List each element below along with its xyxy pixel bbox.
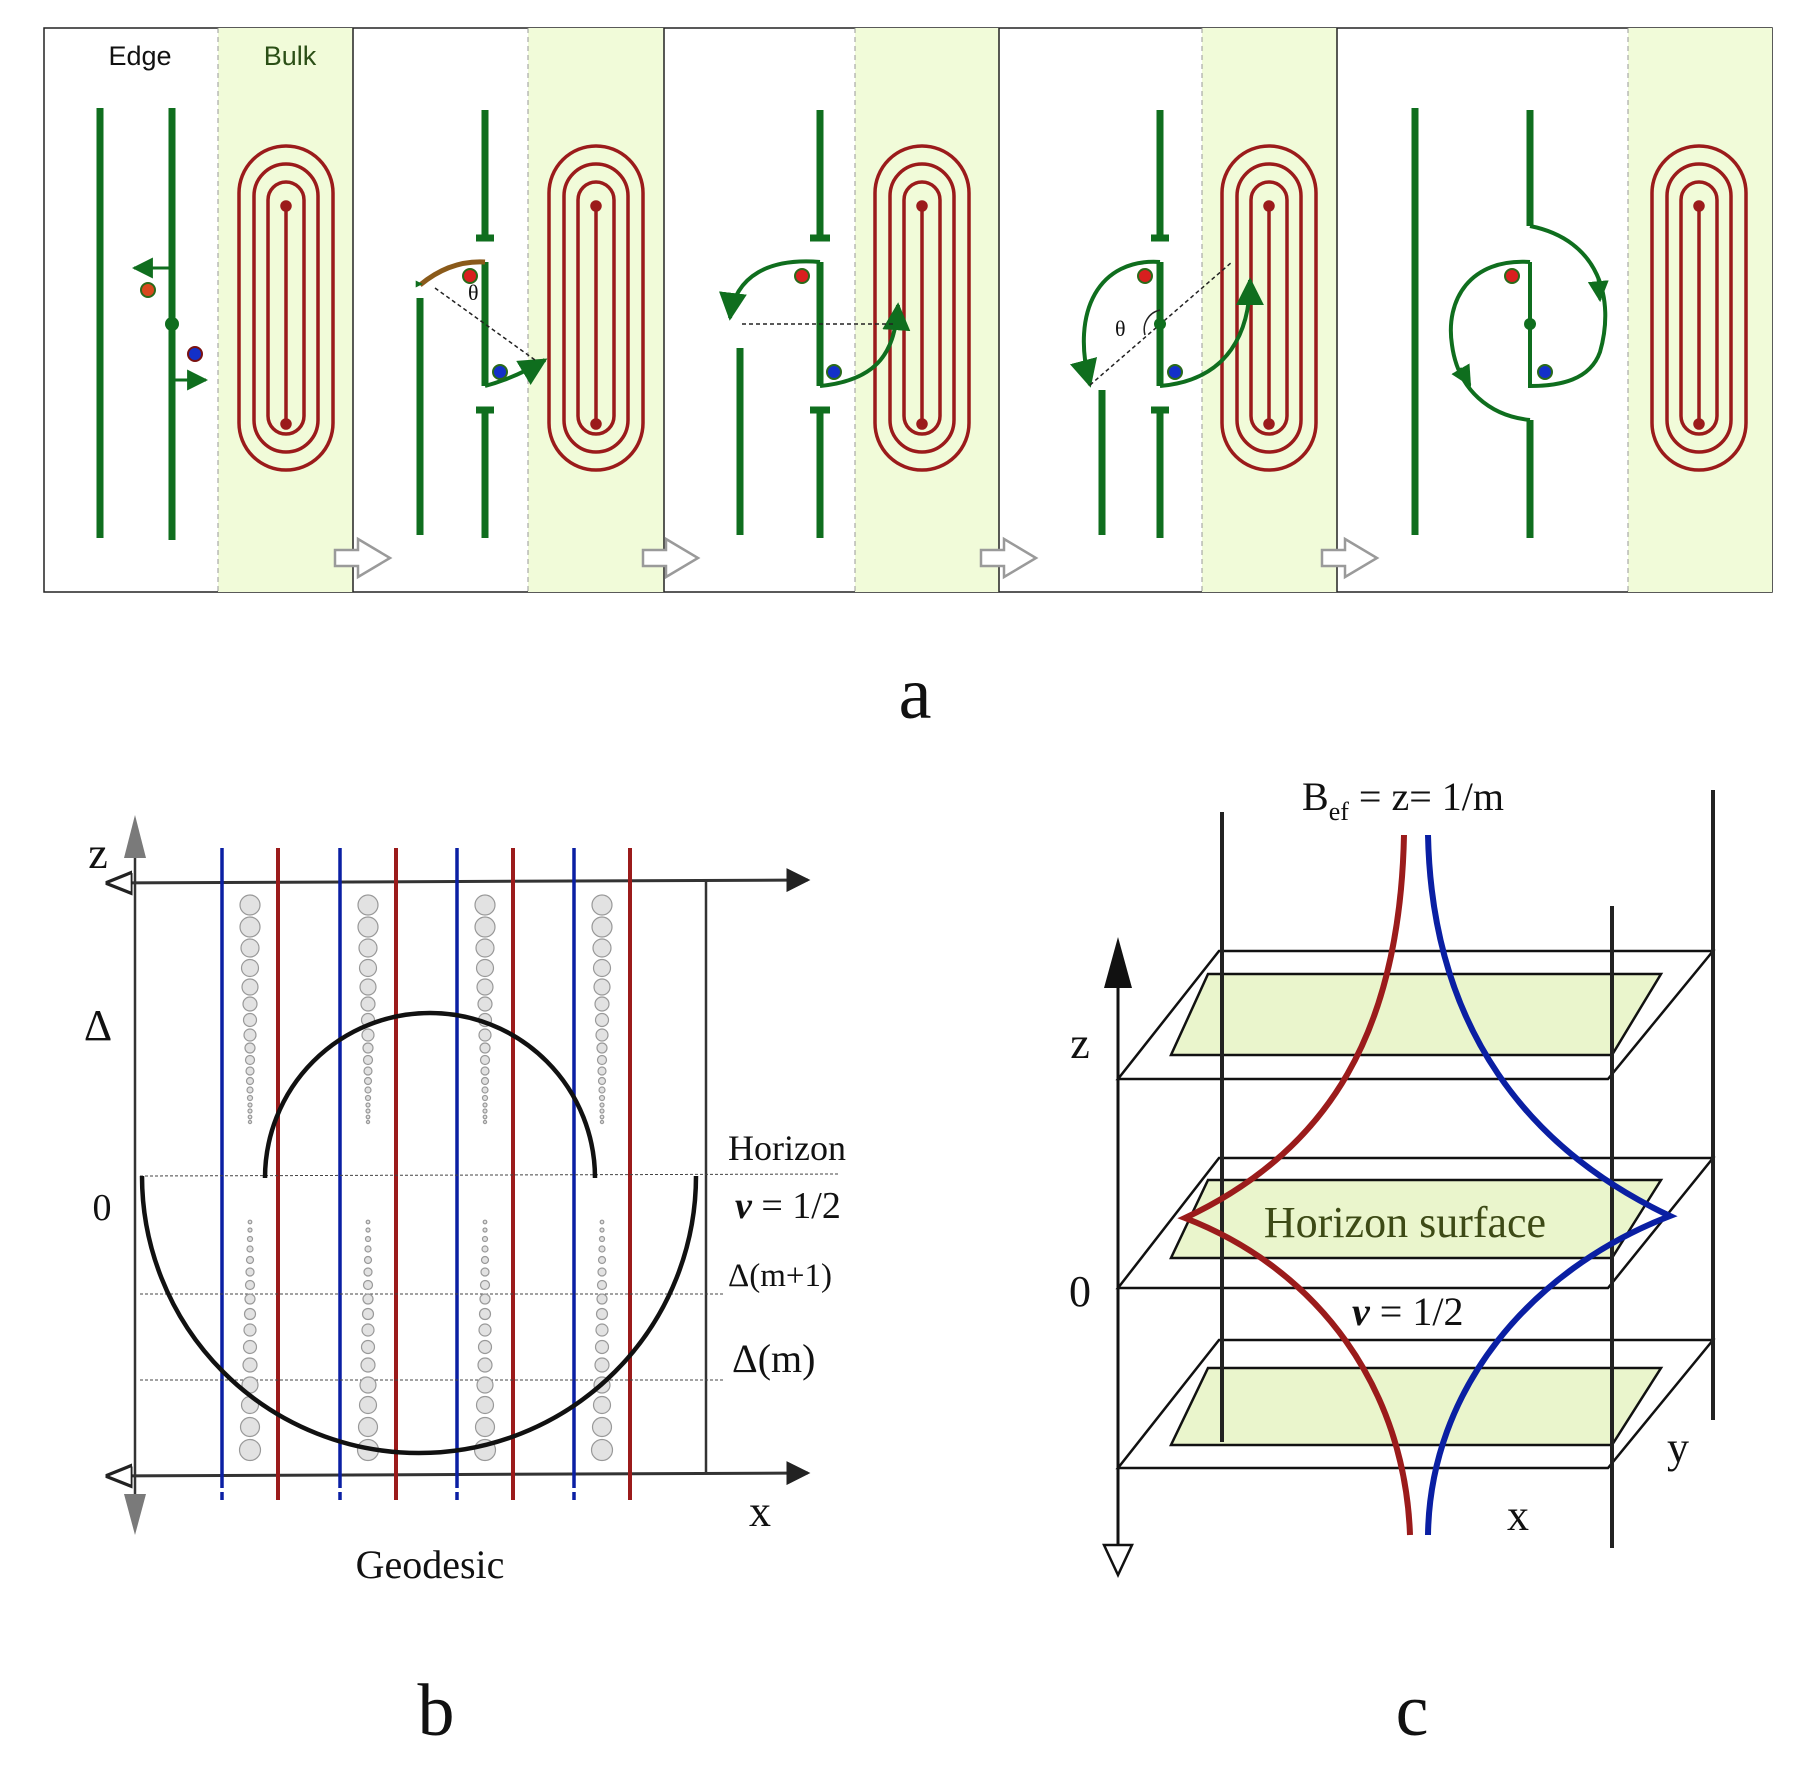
horizon-label-b: Horizon	[728, 1128, 846, 1168]
circle-column-2	[356, 894, 380, 1462]
incoming-arrow-4	[1069, 259, 1161, 388]
blue-quasiparticle-4	[1167, 364, 1183, 380]
edge-label: Edge	[108, 41, 171, 71]
z-axis-down-arrow-c	[1102, 1543, 1134, 1578]
plate-outlines-c	[1115, 949, 1716, 1470]
delta-m1-label: Δ(m+1)	[728, 1258, 832, 1294]
delta-label-b: Δ	[84, 1001, 112, 1050]
geodesic-upper	[262, 1010, 598, 1179]
horizon-lines-b	[139, 1173, 841, 1381]
plate-outline-middle	[1115, 1156, 1716, 1290]
outgoing-arrow-4	[1159, 277, 1264, 388]
panel-b: z Δ 0 x	[84, 815, 846, 1752]
panel-b-label: b	[418, 1670, 455, 1752]
loop-arrow-left-5	[1451, 363, 1472, 387]
edge-bulk-boundaries	[217, 28, 1629, 592]
red-quasiparticle-3	[794, 268, 810, 284]
circle-column-3	[473, 894, 497, 1462]
zero-label-c: 0	[1069, 1267, 1091, 1316]
subpanel-separators	[352, 28, 1338, 592]
edge-lines-5	[1411, 108, 1534, 538]
bulk-label: Bulk	[264, 41, 317, 71]
panel-a-label: a	[899, 653, 932, 735]
bulk-region-3	[855, 28, 999, 592]
red-curve-c	[1177, 834, 1413, 1536]
plate-outline-bottom	[1115, 1338, 1716, 1470]
panel-a: Edge Bulk	[43, 27, 1773, 735]
red-quasiparticle-5	[1504, 268, 1520, 284]
z-axis-up-arrow	[124, 815, 146, 858]
plate-fill-bottom	[1169, 1366, 1664, 1447]
red-quasiparticle-1	[140, 282, 156, 298]
blue-quasiparticle-5	[1537, 364, 1553, 380]
blue-quasiparticle-1	[187, 346, 203, 362]
incoming-arrow-3	[719, 259, 821, 321]
nu-label-c: ν = 1/2	[1352, 1289, 1463, 1334]
tunneling-arc-2	[418, 259, 486, 287]
x-label-c: x	[1507, 1491, 1529, 1540]
b-ef-label: Bef = z= 1/m	[1302, 774, 1504, 826]
geodesic-label: Geodesic	[356, 1542, 505, 1587]
z-label-b: z	[88, 829, 108, 878]
edge-arrows-1	[131, 257, 209, 391]
junction-dot-4	[1154, 318, 1166, 330]
loop-arrow-right-5	[1587, 277, 1609, 303]
step-arrow-3	[979, 536, 1039, 580]
outgoing-arrow-3	[819, 302, 911, 388]
plate-outline-top	[1115, 949, 1716, 1081]
blue-quasiparticle-2	[492, 364, 508, 380]
channel-lines-b	[220, 848, 632, 1500]
theta-label-4: θ	[1115, 316, 1126, 341]
zero-label-b: 0	[93, 1187, 112, 1229]
bulk-loops-5	[1650, 144, 1748, 472]
plate-fills-c	[1169, 972, 1664, 1447]
x-label-b: x	[749, 1487, 771, 1536]
plate-fill-top	[1169, 972, 1664, 1057]
bulk-loops-1	[237, 144, 335, 472]
outgoing-arrow-2	[484, 358, 548, 388]
y-label-c: y	[1667, 1423, 1689, 1472]
nu-label-b: ν = 1/2	[735, 1185, 841, 1227]
junction-dot-5	[1524, 318, 1536, 330]
bulk-loops-4	[1220, 144, 1318, 472]
circle-columns-b	[238, 894, 614, 1462]
loop-left-5	[1448, 259, 1531, 422]
panel-c-label: c	[1396, 1670, 1429, 1752]
step-arrows	[333, 536, 1380, 580]
edge-lines-2	[416, 110, 494, 538]
step-arrow-1	[333, 536, 393, 580]
junction-dot-1	[165, 317, 179, 331]
circle-column-4	[590, 894, 614, 1462]
z-axis-up-arrow-c	[1104, 937, 1132, 988]
step-arrow-2	[641, 536, 701, 580]
blue-curve-c	[1425, 834, 1678, 1536]
z-axis-down-arrow	[124, 1494, 146, 1535]
bulk-loops-2	[547, 144, 645, 472]
loop-right-5	[1528, 224, 1608, 389]
circle-column-1	[238, 894, 262, 1462]
red-quasiparticle-2	[462, 268, 478, 284]
posts-c	[1220, 790, 1715, 1548]
theta-label-2: θ	[468, 280, 479, 305]
z-label-c: z	[1070, 1019, 1090, 1068]
step-arrow-4	[1320, 536, 1380, 580]
horizon-surface-label: Horizon surface	[1264, 1198, 1546, 1247]
red-quasiparticle-4	[1137, 268, 1153, 284]
blue-quasiparticle-3	[826, 364, 842, 380]
theta-arc-4	[1143, 309, 1161, 336]
panel-c: Bef = z= 1/m z 0 Horizon surface ν =	[1069, 774, 1716, 1752]
geodesic-lower	[139, 1175, 699, 1456]
delta-m-label: Δ(m)	[732, 1336, 815, 1381]
